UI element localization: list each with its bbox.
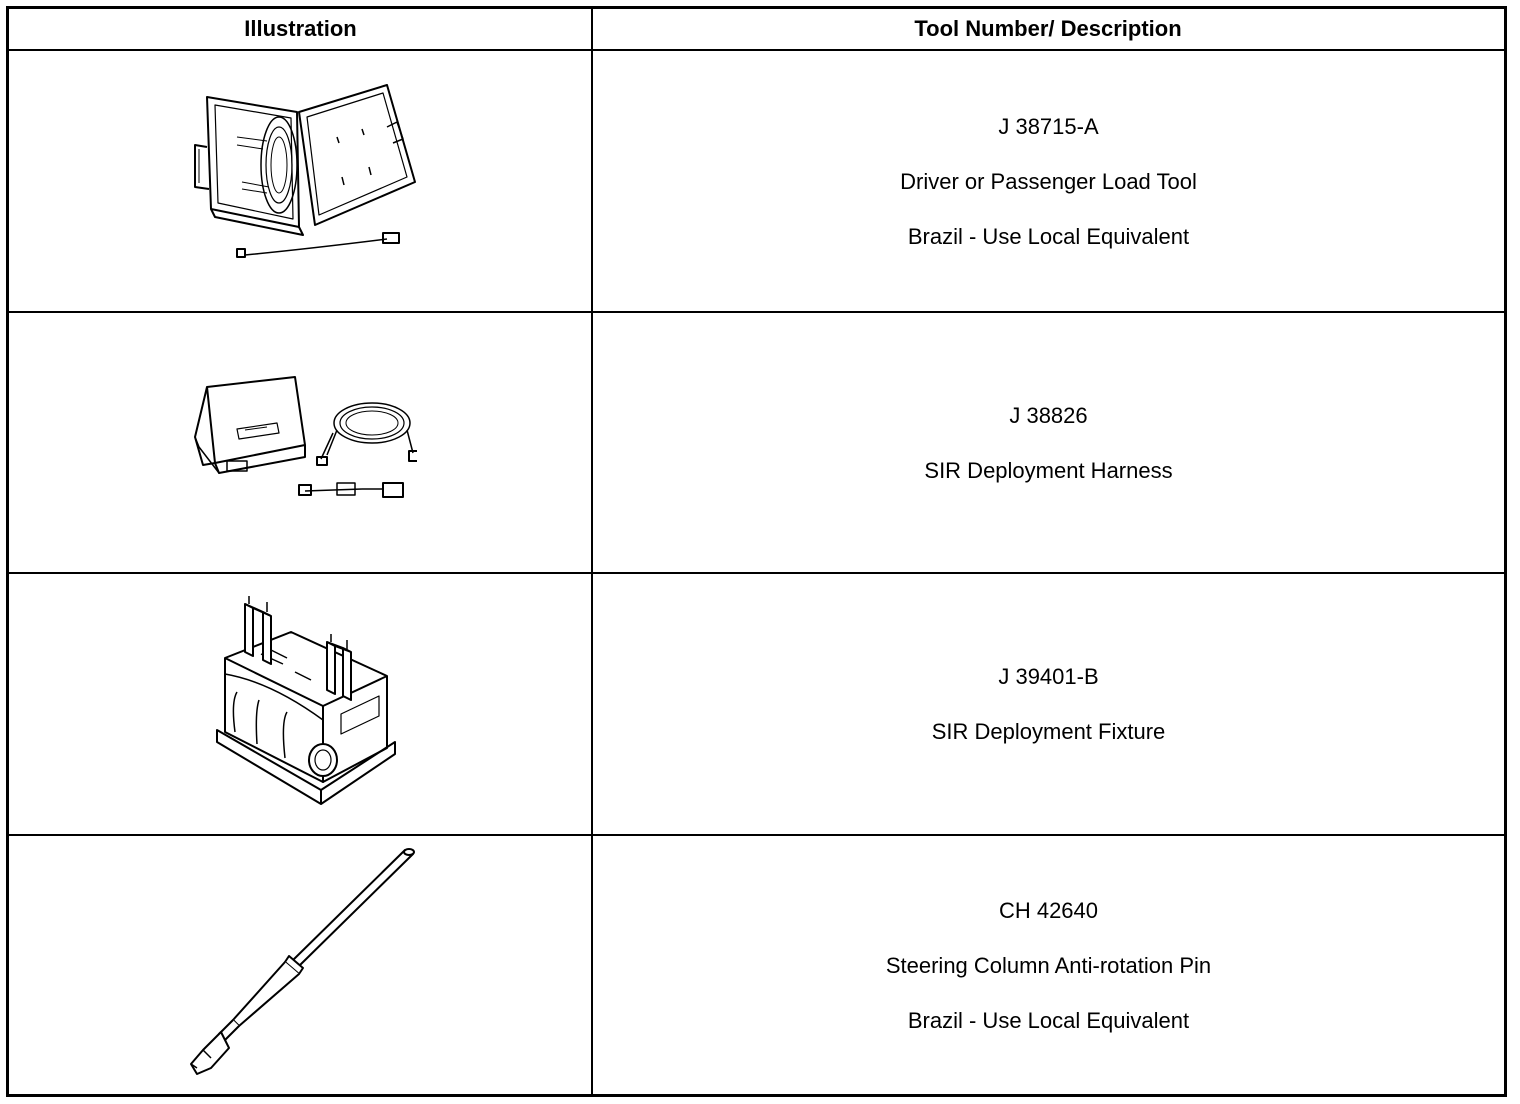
deployment-harness-icon [194,376,417,498]
illustration-cell [9,313,592,572]
row-divider [9,311,1504,313]
header-divider [9,49,1504,51]
tool-number: J 38826 [1009,402,1088,428]
deployment-fixture-icon [216,596,396,805]
table-row: J 38826 SIR Deployment Harness [9,313,1504,572]
tool-description: Driver or Passenger Load Tool [900,168,1197,194]
row-divider [9,572,1504,574]
row-divider [9,834,1504,836]
description-cell: J 38715-A Driver or Passenger Load Tool … [593,51,1504,311]
load-tool-case-icon [194,84,416,258]
illustration-cell [9,51,592,311]
tool-number: CH 42640 [998,897,1099,923]
tool-description: Steering Column Anti-rotation Pin [885,952,1212,978]
column-divider [591,9,593,1094]
description-cell: J 38826 SIR Deployment Harness [593,313,1504,572]
description-cell: CH 42640 Steering Column Anti-rotation P… [593,836,1504,1094]
table-row: J 39401-B SIR Deployment Fixture [9,574,1504,834]
anti-rotation-pin-icon [190,848,415,1075]
tool-note: Brazil - Use Local Equivalent [907,223,1190,249]
tool-description: SIR Deployment Fixture [931,719,1166,744]
description-cell: J 39401-B SIR Deployment Fixture [593,574,1504,834]
illustration-cell [9,574,592,834]
table-row: CH 42640 Steering Column Anti-rotation P… [9,836,1504,1094]
header-tool-description: Tool Number/ Description [914,16,1182,41]
tool-description: SIR Deployment Harness [924,457,1173,483]
tool-number: J 38715-A [998,113,1099,139]
table-row: J 38715-A Driver or Passenger Load Tool … [9,51,1504,311]
special-tools-table: Illustration Tool Number/ Description [6,6,1507,1097]
illustration-cell [9,836,592,1094]
tool-note: Brazil - Use Local Equivalent [907,1007,1190,1033]
header-illustration: Illustration [244,16,357,41]
tool-number: J 39401-B [998,664,1099,689]
